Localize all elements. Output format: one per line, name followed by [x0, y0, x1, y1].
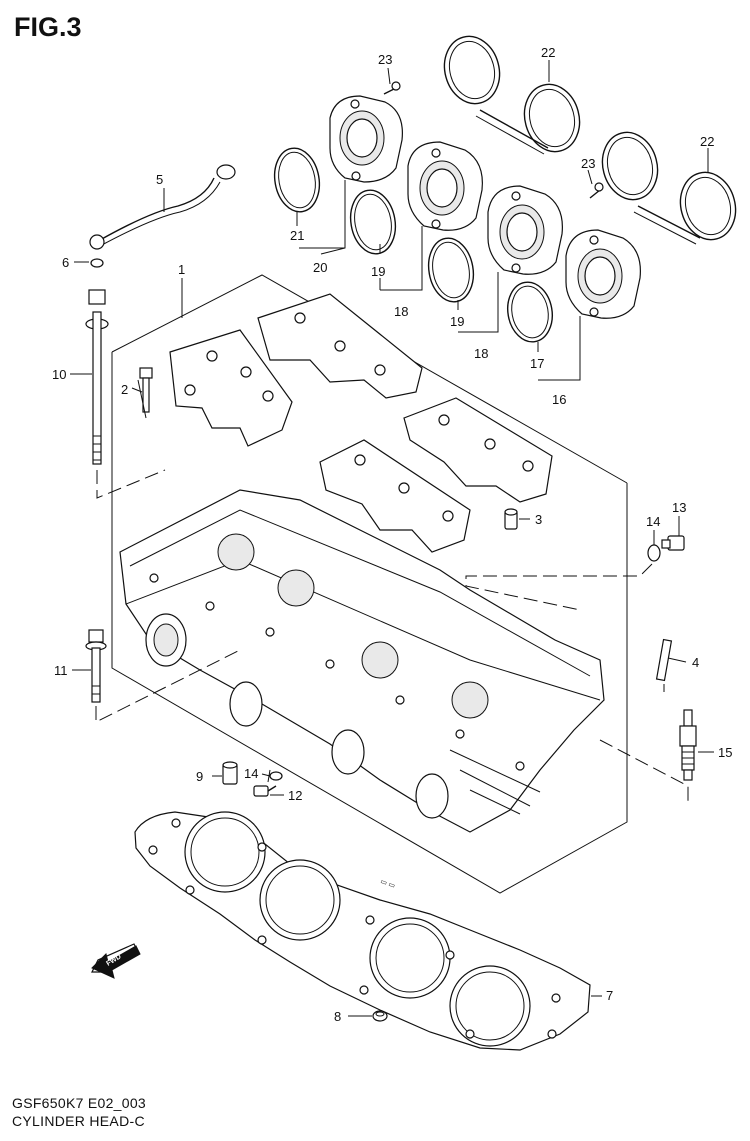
bolt-10-guide	[96, 469, 166, 499]
figure-name: CYLINDER HEAD-C	[12, 1113, 145, 1129]
screw-part-23-left[interactable]	[383, 81, 401, 95]
bolt-13-guide	[465, 563, 653, 611]
camshaft-holder-rear-left	[257, 293, 423, 399]
callout-8: 8	[334, 1009, 341, 1024]
washer-part-14-right[interactable]	[647, 544, 661, 562]
callout-18-right: 18	[474, 346, 488, 361]
callout-23-left: 23	[378, 52, 392, 67]
figure-code: GSF650K7 E02_003	[12, 1095, 147, 1111]
forward-arrow-icon: FWD	[91, 943, 141, 979]
pin-part-4[interactable]	[655, 638, 673, 682]
o-ring-part-17[interactable]	[503, 279, 557, 346]
clamp-part-22-left[interactable]	[437, 30, 587, 158]
o-ring-part-19-left[interactable]	[346, 187, 400, 258]
callout-4: 4	[692, 655, 699, 670]
figure-title: FIG.3	[14, 12, 82, 42]
union-bolt-part-13[interactable]	[661, 535, 685, 551]
dowel-part-9[interactable]	[222, 761, 238, 785]
dowel-pin-part-3[interactable]	[504, 508, 518, 530]
washer-part-6[interactable]	[90, 258, 104, 268]
callout-23-right: 23	[581, 156, 595, 171]
head-gasket-part-7[interactable]: ▭ ▭	[134, 811, 591, 1051]
bolt-11-guide	[95, 649, 241, 723]
hose-part-5[interactable]	[89, 164, 236, 250]
camshaft-holder-rear-right	[403, 397, 553, 503]
callout-6: 6	[62, 255, 69, 270]
callout-22-left: 22	[541, 45, 555, 60]
callout-17: 17	[530, 356, 544, 371]
dowel-part-8[interactable]	[372, 1010, 388, 1022]
callout-16: 16	[552, 392, 566, 407]
callout-10: 10	[52, 367, 66, 382]
callout-20: 20	[313, 260, 327, 275]
leader-lines	[70, 60, 714, 1017]
gasket-marking: ▭ ▭	[379, 878, 396, 890]
assembly-outline	[111, 274, 628, 894]
callout-14-right: 14	[646, 514, 660, 529]
washer-part-14-left[interactable]	[269, 771, 283, 781]
bolt-part-11[interactable]	[85, 629, 107, 703]
callout-7: 7	[606, 988, 613, 1003]
spark-plug-guide	[599, 739, 689, 802]
callout-21: 21	[290, 228, 304, 243]
callout-13: 13	[672, 500, 686, 515]
cylinder-head-part-1[interactable]	[119, 489, 605, 833]
callout-5: 5	[156, 172, 163, 187]
o-ring-part-21[interactable]	[270, 145, 324, 216]
intake-pipe-part-18-right[interactable]	[487, 185, 563, 275]
callout-11: 11	[54, 663, 68, 678]
clamp-part-22-right[interactable]	[595, 126, 743, 246]
intake-pipe-part-20[interactable]	[329, 95, 403, 183]
camshaft-holder-front-right	[319, 439, 471, 553]
callout-15: 15	[718, 745, 732, 760]
callout-19-left: 19	[371, 264, 385, 279]
callout-22-right: 22	[700, 134, 714, 149]
callout-9: 9	[196, 769, 203, 784]
callout-2: 2	[121, 382, 128, 397]
callout-18-left: 18	[394, 304, 408, 319]
bolt-part-12[interactable]	[253, 785, 277, 797]
intake-pipe-part-16[interactable]	[565, 229, 641, 319]
bolt-part-10[interactable]	[85, 289, 109, 465]
o-ring-part-19-right[interactable]	[424, 235, 478, 306]
callout-3: 3	[535, 512, 542, 527]
callout-labels: 1 2 3 4 5 6 7 8 9 10 11 12 13 14 14 15 1…	[52, 45, 732, 1024]
callout-14-left: 14	[244, 766, 258, 781]
intake-pipe-part-18-left[interactable]	[407, 141, 483, 231]
bolt-2-guide	[137, 379, 147, 419]
callout-1: 1	[178, 262, 185, 277]
callout-12: 12	[288, 788, 302, 803]
callout-19-right: 19	[450, 314, 464, 329]
bolt-part-2[interactable]	[139, 367, 153, 413]
camshaft-holder-front-left	[169, 329, 293, 447]
spark-plug-part-15[interactable]	[679, 709, 697, 781]
screw-part-23-right[interactable]	[589, 182, 604, 199]
